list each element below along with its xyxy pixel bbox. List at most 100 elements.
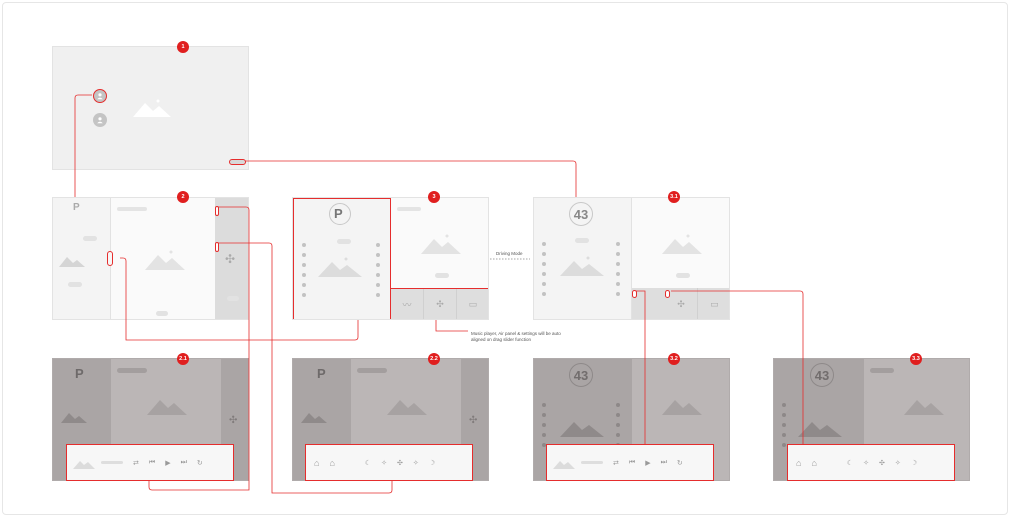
step-badge: 3.2 — [668, 353, 680, 365]
main-content-panel — [111, 198, 215, 319]
climate-button[interactable] — [227, 296, 239, 301]
shuffle-icon[interactable]: ⇄ — [133, 459, 139, 467]
search-bar[interactable] — [117, 368, 147, 373]
image-placeholder-icon — [301, 413, 327, 423]
continue-button[interactable] — [229, 159, 246, 165]
image-placeholder-icon — [662, 234, 702, 254]
image-placeholder-icon — [798, 422, 842, 437]
content-pill — [435, 273, 449, 278]
home-indicator — [156, 311, 168, 316]
track-info — [581, 461, 603, 464]
next-icon[interactable]: ⏭ — [660, 458, 667, 466]
image-placeholder-icon — [61, 413, 87, 423]
image-placeholder-icon — [318, 257, 362, 277]
fan-speed-icon[interactable]: ☾ — [364, 459, 372, 467]
user-avatar-icon[interactable] — [93, 113, 107, 127]
left-panel-pill — [68, 282, 82, 287]
screen-1-profile — [52, 46, 249, 170]
drag-slider-handle[interactable] — [107, 251, 113, 266]
image-placeholder-icon — [421, 234, 461, 254]
search-bar[interactable] — [357, 368, 387, 373]
image-placeholder-icon — [59, 257, 85, 267]
slider-callout: Music player, Air panel & settings will … — [471, 331, 561, 342]
gear-indicator: P — [75, 366, 84, 381]
user-avatar-icon[interactable] — [93, 89, 107, 103]
bottom-air-panel: 〰 ✣ ▭ — [391, 288, 488, 319]
air-panel-bar[interactable]: ⌂ ⌂ ☾ ✧ ✣ ✧ ☽ — [305, 444, 473, 481]
climate-button[interactable]: ▭ — [710, 299, 719, 309]
repeat-icon[interactable]: ↻ — [676, 459, 683, 467]
slider-handle[interactable] — [215, 206, 219, 216]
screen-3-1-speed: 43 ✣ ▭ — [533, 197, 730, 320]
step-badge: 2 — [177, 191, 189, 203]
image-placeholder-icon — [147, 400, 187, 415]
left-controls-column — [542, 403, 546, 453]
step-badge: 3.3 — [910, 353, 922, 365]
recirculate-icon[interactable]: ☽ — [428, 459, 436, 467]
image-placeholder-icon — [662, 400, 702, 415]
airflow-icon[interactable]: ✧ — [863, 459, 870, 467]
fan-speed-icon[interactable]: ☾ — [846, 459, 854, 467]
content-pill — [676, 273, 690, 278]
left-controls-column — [782, 403, 786, 453]
screen-2-parked: P ✣ — [52, 197, 249, 320]
image-placeholder-icon — [387, 400, 427, 415]
search-bar[interactable] — [117, 207, 147, 211]
speed-indicator: 43 — [569, 202, 593, 226]
fan-icon[interactable]: ✣ — [229, 415, 238, 426]
speed-indicator: 43 — [810, 363, 834, 387]
right-air-panel: ✣ — [215, 198, 248, 319]
music-player-bar[interactable]: ⇄ ⏮ ▶ ⏭ ↻ — [546, 444, 714, 481]
play-icon[interactable]: ▶ — [165, 459, 171, 467]
search-bar[interactable] — [870, 368, 894, 373]
seat-heat-icon[interactable]: ⌂ — [314, 457, 320, 468]
screen-3-driving: P 〰 ✣ ▭ — [292, 197, 489, 320]
image-placeholder-icon — [560, 256, 604, 276]
main-content-panel — [632, 198, 729, 288]
image-placeholder-icon — [560, 422, 604, 437]
slider-handle[interactable] — [215, 242, 219, 252]
step-badge: 2.2 — [428, 353, 440, 365]
defrost-icon[interactable]: ✧ — [894, 459, 901, 467]
fan-icon[interactable]: ✣ — [424, 289, 457, 319]
gear-indicator: P — [317, 366, 326, 381]
left-vehicle-panel: P — [53, 198, 111, 319]
fan-icon[interactable]: ✣ — [879, 459, 885, 467]
right-controls-column — [616, 242, 620, 302]
slider-handle[interactable] — [632, 290, 637, 298]
left-controls-column — [542, 242, 546, 302]
previous-icon[interactable]: ⏮ — [628, 458, 636, 466]
fan-icon[interactable]: ✣ — [397, 459, 403, 467]
air-panel-bar[interactable]: ⌂ ⌂ ☾ ✧ ✣ ✧ ☽ — [787, 444, 955, 481]
fan-icon[interactable]: ✣ — [469, 415, 478, 426]
gear-ring — [329, 203, 351, 225]
step-badge: 3.1 — [668, 191, 680, 203]
climate-button[interactable]: ▭ — [468, 298, 478, 309]
slider-handle[interactable] — [665, 290, 670, 298]
defrost-icon[interactable]: ✧ — [412, 459, 419, 467]
next-icon[interactable]: ⏭ — [180, 458, 187, 466]
step-badge: 3 — [428, 191, 440, 203]
repeat-icon[interactable]: ↻ — [196, 459, 203, 467]
step-badge: 1 — [177, 41, 189, 53]
image-placeholder-icon — [133, 99, 171, 117]
recirculate-icon[interactable]: ☽ — [910, 459, 918, 467]
seat-heat-icon[interactable]: 〰 — [391, 289, 424, 319]
airflow-icon[interactable]: ✧ — [381, 459, 388, 467]
play-icon[interactable]: ▶ — [645, 459, 651, 467]
bottom-air-panel: ✣ ▭ — [632, 288, 729, 319]
fan-icon[interactable]: ✣ — [225, 252, 236, 266]
album-art-icon — [73, 460, 95, 469]
previous-icon[interactable]: ⏮ — [148, 458, 156, 466]
shuffle-icon[interactable]: ⇄ — [613, 459, 619, 467]
search-bar[interactable] — [397, 207, 421, 211]
seat-cool-icon[interactable]: ⌂ — [811, 457, 817, 468]
fan-icon[interactable]: ✣ — [665, 288, 698, 319]
gear-indicator: P — [73, 202, 80, 213]
music-player-bar[interactable]: ⇄ ⏮ ▶ ⏭ ↻ — [66, 444, 234, 481]
image-placeholder-icon — [904, 400, 944, 415]
left-panel-pill — [575, 238, 589, 243]
seat-cool-icon[interactable]: ⌂ — [329, 457, 335, 468]
left-controls-column — [302, 243, 306, 303]
seat-heat-icon[interactable]: ⌂ — [796, 457, 802, 468]
